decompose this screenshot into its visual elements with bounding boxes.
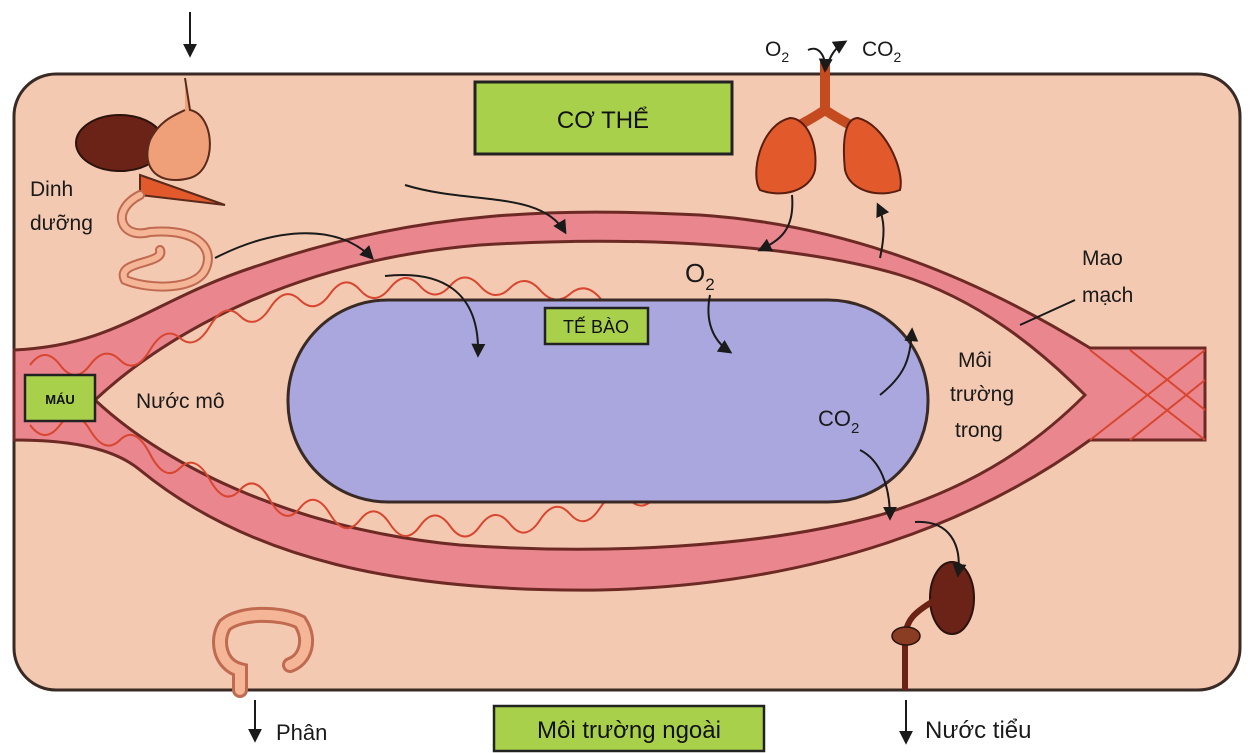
feces-label: Phân xyxy=(276,720,327,745)
nutrition-label-2: dưỡng xyxy=(30,212,93,235)
blood-title: MÁU xyxy=(45,392,75,407)
o2-top-label: O2 xyxy=(765,38,789,65)
capillary-label-1: Mao xyxy=(1082,247,1123,270)
capillary-label-2: mạch xyxy=(1082,284,1133,307)
internal-env-label-1: Môi xyxy=(958,349,992,372)
urine-label: Nước tiểu xyxy=(925,717,1032,744)
body-title: CƠ THỂ xyxy=(557,106,649,134)
co2-top-label: CO2 xyxy=(862,38,902,65)
cell-title: TẾ BÀO xyxy=(563,316,629,337)
nutrition-label-1: Dinh xyxy=(30,178,73,201)
internal-env-label-2: trường xyxy=(950,383,1014,406)
environment-title: Môi trường ngoài xyxy=(537,717,721,744)
tissue-fluid-label: Nước mô xyxy=(136,390,225,413)
internal-env-label-3: trong xyxy=(955,419,1003,442)
